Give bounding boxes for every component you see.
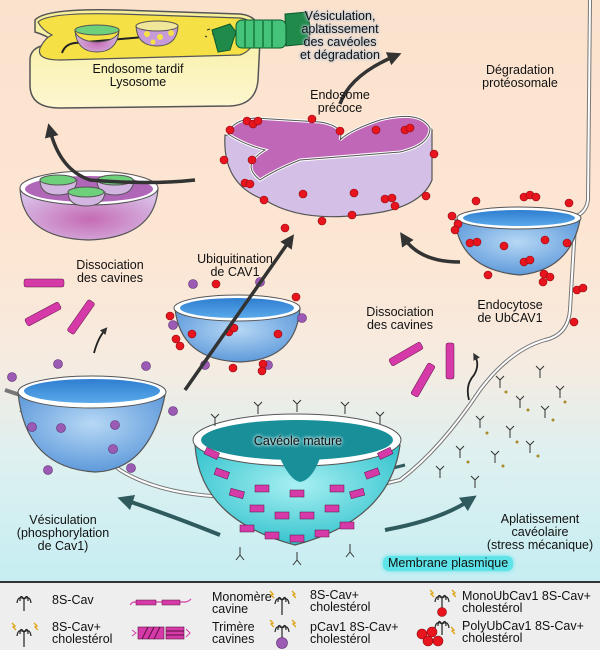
flattened-caveolins bbox=[435, 365, 567, 488]
multivesicular-body bbox=[19, 170, 159, 241]
process-arrows bbox=[44, 52, 480, 537]
legend-item-cavin-monomer: Monomère cavine bbox=[130, 591, 272, 615]
arrow-to-proteasome bbox=[338, 52, 402, 105]
legend-item-polyubcav1: PolyUbCav1 8S-Cav+ cholestérol bbox=[416, 617, 584, 647]
early-endosome bbox=[219, 114, 439, 233]
ubiquitin-cluster bbox=[219, 114, 439, 233]
label-late-endosome: Endosome tardif Lysosome bbox=[92, 62, 184, 89]
8s-cav-cholesterol-icon bbox=[269, 590, 296, 615]
legend-text: Trimère cavines bbox=[212, 620, 255, 646]
label-proteasomal-degradation: Dégradation protéosomale bbox=[482, 63, 558, 90]
ubiquitinated-caveola bbox=[165, 277, 307, 376]
free-cavin-trimers bbox=[23, 278, 455, 398]
label-early-endosome: Endosome précoce bbox=[310, 88, 370, 115]
legend-item-8s-cav: 8S-Cav bbox=[14, 589, 94, 611]
legend-text: pCav1 8S-Cav+ cholestérol bbox=[310, 620, 399, 646]
arrow-vesiculation bbox=[117, 494, 221, 537]
label-flattening: Aplatissement cavéolaire (stress mécaniq… bbox=[486, 512, 594, 552]
mature-caveola bbox=[192, 399, 402, 566]
cavin-monomer-icon bbox=[130, 598, 192, 606]
monoubcav1-icon bbox=[429, 589, 456, 617]
cavin-coat bbox=[203, 446, 394, 543]
label-mature-caveola: Cavéole mature bbox=[253, 434, 343, 448]
ubcav1-endocytic-vesicle bbox=[447, 190, 588, 327]
8s-cav-cholesterol-icon bbox=[11, 622, 38, 647]
arrow-cavin-dissociation-left bbox=[93, 327, 108, 354]
legend-text: 8S-Cav+ cholestérol bbox=[310, 588, 371, 614]
legend-text: PolyUbCav1 8S-Cav+ cholestérol bbox=[462, 619, 584, 645]
label-ubiquitination: Ubiquitination de CAV1 bbox=[197, 252, 273, 279]
legend-item-monoubcav1: MonoUbCav1 8S-Cav+ cholestérol bbox=[428, 587, 591, 617]
legend-item-cavin-trimer: Trimère cavines bbox=[130, 621, 255, 645]
proteasome bbox=[211, 11, 325, 53]
phosphorylated-caveola bbox=[7, 359, 178, 475]
label-plasma-membrane: Membrane plasmique bbox=[383, 556, 514, 571]
arrow-cavin-dissociation-right bbox=[466, 352, 480, 401]
legend-item-8s-cav-cholesterol-2: 8S-Cav+ cholestérol bbox=[268, 587, 370, 615]
arrow-to-late-endosome bbox=[44, 123, 196, 185]
diagram-canvas: Vésiculation, aplatissement des cavéoles… bbox=[0, 0, 600, 581]
label-cavin-dissociation-right: Dissociation des cavines bbox=[366, 305, 434, 332]
label-cavin-dissociation-left: Dissociation des cavines bbox=[76, 258, 144, 285]
cavin-trimer-icon bbox=[131, 626, 191, 640]
arrow-to-early-endosome-right bbox=[400, 232, 461, 264]
diagram-artwork bbox=[4, 0, 592, 566]
legend-text: MonoUbCav1 8S-Cav+ cholestérol bbox=[462, 589, 591, 615]
label-vesiculation: Vésiculation (phosphorylation de Cav1) bbox=[16, 513, 110, 553]
label-endocytosis: Endocytose de UbCAV1 bbox=[477, 298, 543, 325]
arrow-flattening bbox=[384, 495, 477, 532]
diagram-title: Vésiculation, aplatissement des cavéoles… bbox=[300, 9, 380, 62]
legend-text: 8S-Cav bbox=[52, 593, 94, 607]
late-endosome-lysosome bbox=[29, 8, 261, 109]
legend-text: Monomère cavine bbox=[212, 590, 272, 616]
8s-cav-icon bbox=[16, 595, 32, 611]
arrow-to-early-endosome-left bbox=[183, 234, 295, 392]
polyubcav1-icon bbox=[416, 620, 456, 647]
legend-item-8s-cav-cholesterol: 8S-Cav+ cholestérol bbox=[10, 619, 112, 647]
pcav1-icon bbox=[269, 619, 296, 649]
legend-item-pcav1: pCav1 8S-Cav+ cholestérol bbox=[268, 617, 399, 649]
legend: 8S-Cav 8S-Cav+ cholestérol Monomère cavi… bbox=[0, 581, 600, 650]
legend-text: 8S-Cav+ cholestérol bbox=[52, 620, 113, 646]
